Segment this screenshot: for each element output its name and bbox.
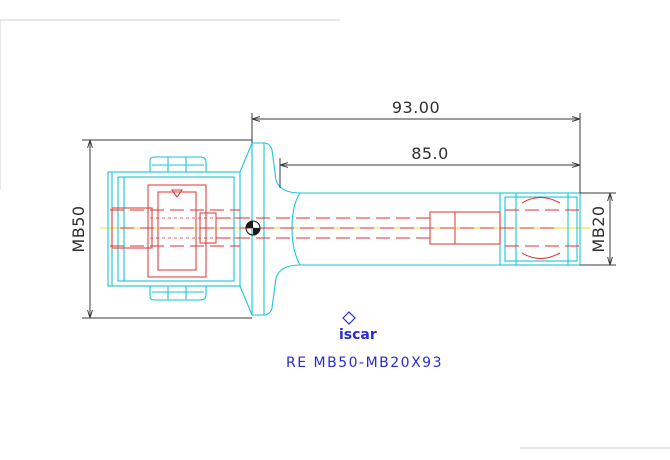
tip-head: [499, 192, 581, 266]
sheet-frame: [0, 19, 670, 449]
dimension-shank-length: 85.0: [279, 144, 580, 188]
dimension-overall-length: 93.00: [251, 98, 581, 193]
dimension-label-93: 93.00: [392, 98, 440, 117]
reference-hole: [245, 220, 261, 236]
hidden-features: [110, 184, 560, 278]
coupling-head: [107, 156, 241, 301]
dimension-right-diameter: MB20: [580, 192, 616, 266]
part-number-caption: RE MB50-MB20X93: [286, 355, 443, 371]
iscar-logo: iscar: [339, 311, 377, 343]
dimension-label-mb50: MB50: [69, 205, 88, 252]
dimension-label-mb20: MB20: [589, 205, 608, 252]
dimension-left-diameter: MB50: [69, 139, 252, 319]
dimension-label-85: 85.0: [411, 144, 449, 163]
body-outline: [239, 142, 580, 316]
logo-text: iscar: [339, 327, 377, 343]
